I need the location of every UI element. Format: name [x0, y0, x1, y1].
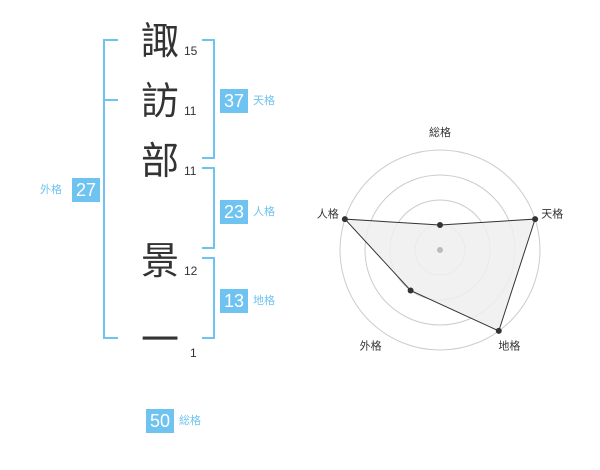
gaikaku-bracket [103, 39, 118, 339]
name-char-3: 部 [140, 139, 179, 183]
chikaku-label: 地格 [253, 294, 275, 307]
bracket-lines [103, 39, 215, 339]
gaikaku-label: 外格 [40, 183, 62, 196]
stroke-count-1: 15 [184, 44, 198, 58]
radar-area [343, 218, 536, 332]
jinkaku-badge: 23 [220, 200, 248, 224]
jinkaku-bracket [202, 167, 215, 249]
name-char-2: 訪 [140, 79, 179, 123]
gaikaku-badge: 27 [72, 178, 100, 202]
radar-point-3 [495, 327, 502, 334]
jinkaku-label: 人格 [253, 205, 275, 218]
soukaku-label: 総格 [179, 414, 201, 427]
stroke-count-3: 11 [184, 164, 197, 178]
radar-axis-label-5: 人格 [317, 207, 339, 221]
radar-point-5 [341, 216, 348, 223]
radar-ring-4 [339, 149, 541, 351]
radar-center-dot [437, 247, 443, 253]
tenkaku-label: 天格 [253, 94, 275, 107]
radar-point-2 [532, 216, 539, 223]
radar-axis-label-3: 地格 [498, 338, 520, 352]
tenkaku-bracket [202, 39, 215, 159]
chikaku-badge: 13 [220, 289, 248, 313]
radar-point-4 [407, 287, 414, 294]
radar-axis-label-2: 天格 [541, 207, 563, 221]
stroke-count-2: 11 [184, 104, 197, 118]
soukaku-badge: 50 [146, 409, 174, 433]
stroke-count-4: 12 [184, 264, 198, 278]
stroke-count-5: 1 [190, 346, 197, 360]
radar-axis-label-1: 総格 [429, 125, 451, 139]
chikaku-bracket [202, 257, 215, 339]
radar-axis-label-4: 外格 [360, 338, 382, 352]
radar-point-1 [437, 222, 443, 228]
tenkaku-badge: 37 [220, 89, 248, 113]
name-char-5: 一 [140, 318, 179, 362]
name-char-1: 諏 [140, 19, 179, 63]
name-char-4: 景 [140, 239, 179, 283]
